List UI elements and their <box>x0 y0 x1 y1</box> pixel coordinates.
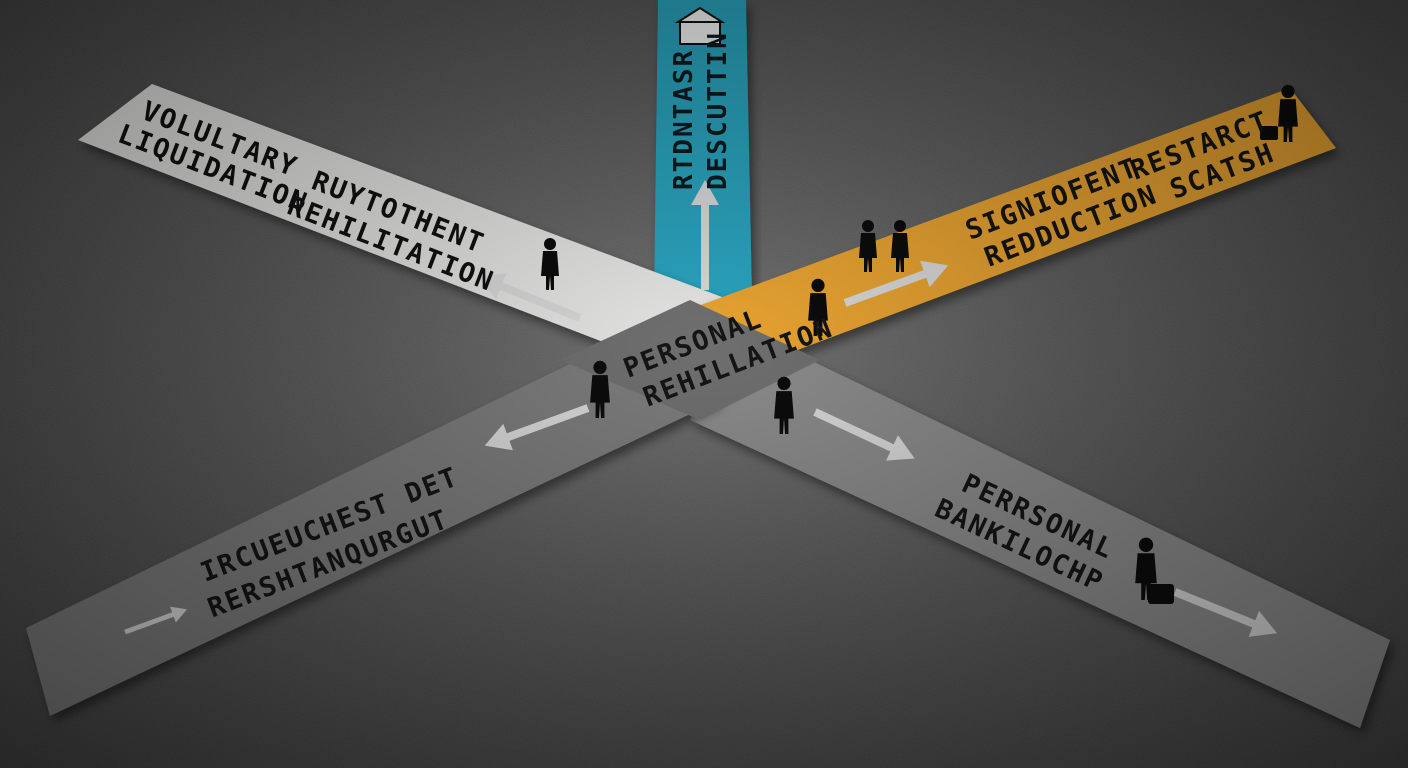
svg-text:RTDNTASR: RTDNTASR <box>669 49 699 190</box>
briefcase-icon <box>1148 584 1174 604</box>
svg-text:DESCUTTIN: DESCUTTIN <box>703 31 733 190</box>
